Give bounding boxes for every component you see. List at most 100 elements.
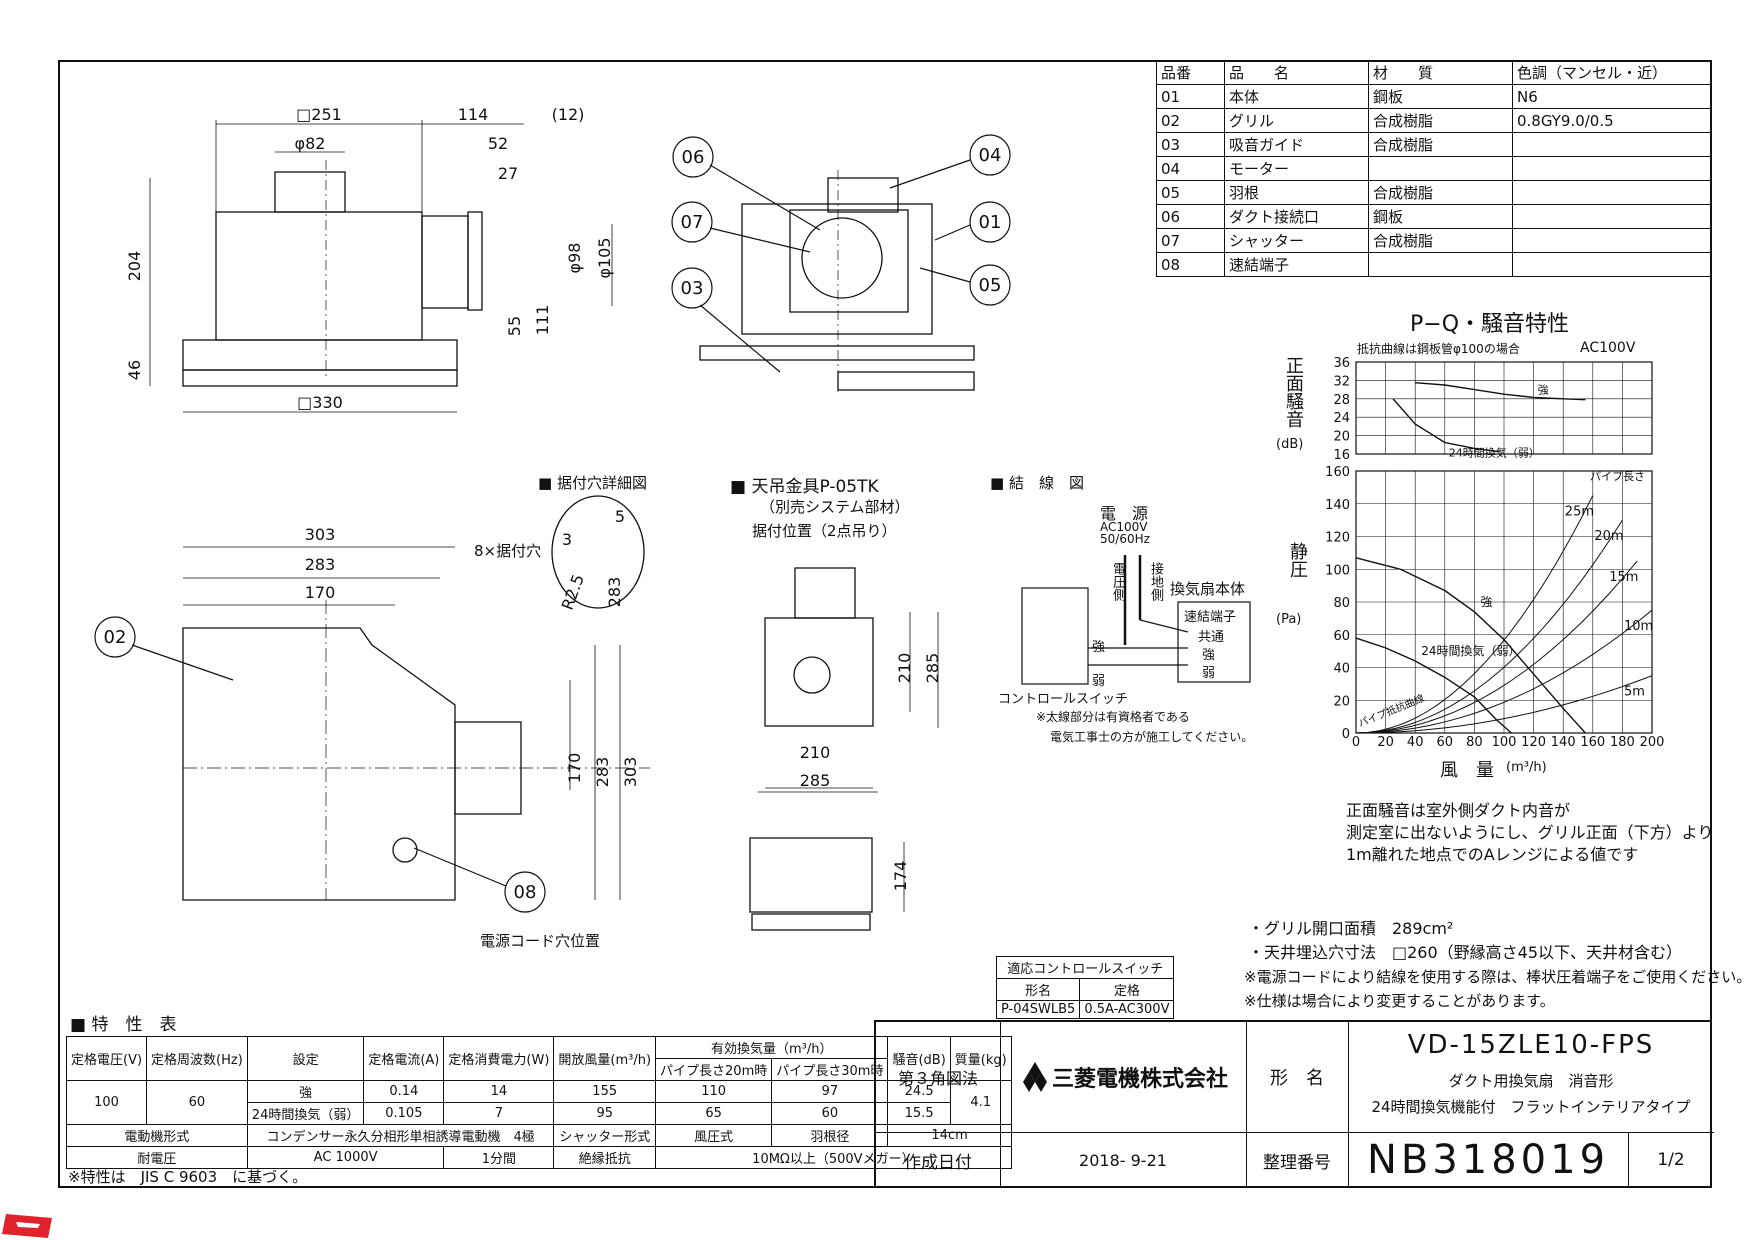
title-number-label: 整理番号 [1246,1132,1349,1188]
pq-ylabel: 静圧 [1287,542,1308,578]
noise-series-strong [1415,382,1586,401]
dim-55: 55 [505,316,524,336]
spec-table: 定格電圧(V) 定格周波数(Hz) 設定 定格電流(A) 定格消費電力(W) 開… [65,1036,1012,1169]
chart-note-1: 正面騒音は室外側ダクト内音が [1346,801,1571,820]
spec-noise: 24.5 [887,1080,951,1103]
spec-freq: 60 [146,1080,248,1125]
title-company: 三菱電機株式会社 [1000,1022,1247,1133]
noise-series-label: 強 [1538,383,1549,396]
parts-material [1368,252,1513,277]
supply-label: AC100V [1580,340,1636,356]
spec-title: 特 性 表 [70,1010,176,1035]
parts-color [1512,252,1712,277]
note-spec-change: ※仕様は場合により変更することがあります。 [1244,992,1555,1010]
mount-holes-label: 8×据付穴 [474,542,542,560]
pq-x-tick-label: 180 [1610,735,1635,750]
pipe-length-label: 20m [1594,529,1623,544]
dim-phi82: φ82 [295,134,326,153]
spec-current: 0.14 [363,1080,445,1103]
callout-07: 07 [681,212,704,233]
dim-v303: 303 [621,757,640,788]
switch-strong: 強 [1092,640,1106,655]
terminal-weak: 弱 [1202,666,1216,681]
mount-hole-detail-title: 据付穴詳細図 [538,472,647,493]
pq-xunit: (m³/h) [1506,760,1547,775]
callout-03: 03 [681,278,704,299]
hanger-dim-285h: 285 [800,771,831,790]
spec-blade-label: 羽根径 [771,1124,889,1147]
parts-h-no: 品番 [1156,60,1225,85]
spec-h-power: 定格消費電力(W) [443,1036,555,1081]
spec-motor-label: 電動機形式 [66,1124,248,1147]
wiring-note-1: ※太線部分は有資格者である [1036,710,1190,724]
pq-series-strong [1355,557,1586,734]
parts-material: 鋼板 [1368,84,1513,109]
ground-side-label: 接地側 [1148,562,1163,601]
power-label: 電 源 [1100,504,1149,523]
pq-y-tick-label: 140 [1325,498,1350,513]
callout-01: 01 [979,212,1002,233]
pipe-length-label: 25m [1565,505,1594,520]
hole-dim-283: 283 [605,577,624,608]
pipe-resistance-curve [1355,560,1638,734]
parts-no: 02 [1156,108,1225,133]
noise-note: 抵抗曲線は鋼板管φ100の場合 [1357,342,1520,356]
model-desc-1: ダクト用換気扇 消音形 [1448,1072,1614,1090]
note-cord: ※電源コードにより結線を使用する際は、棒状圧着端子をご使用ください。 [1244,968,1752,986]
pq-x-tick-label: 0 [1352,735,1360,750]
spec-noise: 15.5 [887,1102,951,1125]
dim-v170: 170 [565,753,584,784]
model-desc-2: 24時間換気機能付 フラットインテリアタイプ [1371,1098,1691,1116]
spec-pipe20: 65 [655,1102,773,1125]
spec-open-air: 155 [553,1080,657,1103]
spec-power: 14 [443,1080,555,1103]
side-section-view [699,170,975,392]
pq-y-tick-label: 160 [1325,465,1350,480]
wiring-note-2: 電気工事士の方が施工してください。 [1050,730,1254,744]
pipe-length-label: パイプ長さ [1590,470,1645,483]
pq-y-tick-label: 80 [1333,596,1350,611]
dim-251: □251 [296,105,342,124]
spec-h-setting: 設定 [246,1036,365,1081]
corner-logo-icon [2,1214,52,1238]
parts-color [1512,180,1712,205]
hole-dim-3: 3 [562,530,572,549]
table-row: 100 60 強 0.14 14 155 110 97 24.5 4.1 [65,1080,1012,1125]
parts-no: 08 [1156,252,1225,277]
hanger-dim-285v: 285 [923,653,942,684]
pq-x-tick-label: 80 [1466,735,1483,750]
dim-114: 114 [458,105,489,124]
dim-303: 303 [305,525,336,544]
switch-table-title: 適応コントロールスイッチ [995,956,1175,979]
noise-series-label: 24時間換気（弱） [1449,446,1540,460]
noise-yunit: (dB) [1276,437,1304,452]
noise-y-tick-label: 20 [1333,430,1350,445]
spec-h-open-air: 開放風量(m³/h) [553,1036,657,1081]
pq-series-label: 強 [1480,595,1492,609]
spec-withstand-label: 耐電圧 [66,1146,248,1169]
pq-x-tick-label: 120 [1521,735,1546,750]
pipe-length-label: 15m [1609,570,1638,585]
dim-283: 283 [305,555,336,574]
parts-h-name: 品 名 [1224,60,1369,85]
title-projection: 第３角図法 [876,1022,1001,1133]
fan-body-label: 換気扇本体 [1170,580,1246,598]
parts-color: N6 [1512,84,1712,109]
parts-color [1512,132,1712,157]
pq-y-tick-label: 0 [1342,727,1350,742]
company-name: 三菱電機株式会社 [1051,1067,1228,1092]
parts-no: 04 [1156,156,1225,181]
spec-h-mass: 質量(kg) [949,1036,1012,1081]
spec-h-effective: 有効換気量（m³/h） [655,1036,889,1059]
parts-name: シャッター [1224,228,1369,253]
parts-material: 合成樹脂 [1368,228,1513,253]
drawing-frame [58,60,1712,1188]
dim-204: 204 [125,251,144,282]
noise-series-weak [1392,398,1500,453]
spec-motor-value: コンデンサー永久分相形単相誘導電動機 4極 [246,1124,555,1147]
